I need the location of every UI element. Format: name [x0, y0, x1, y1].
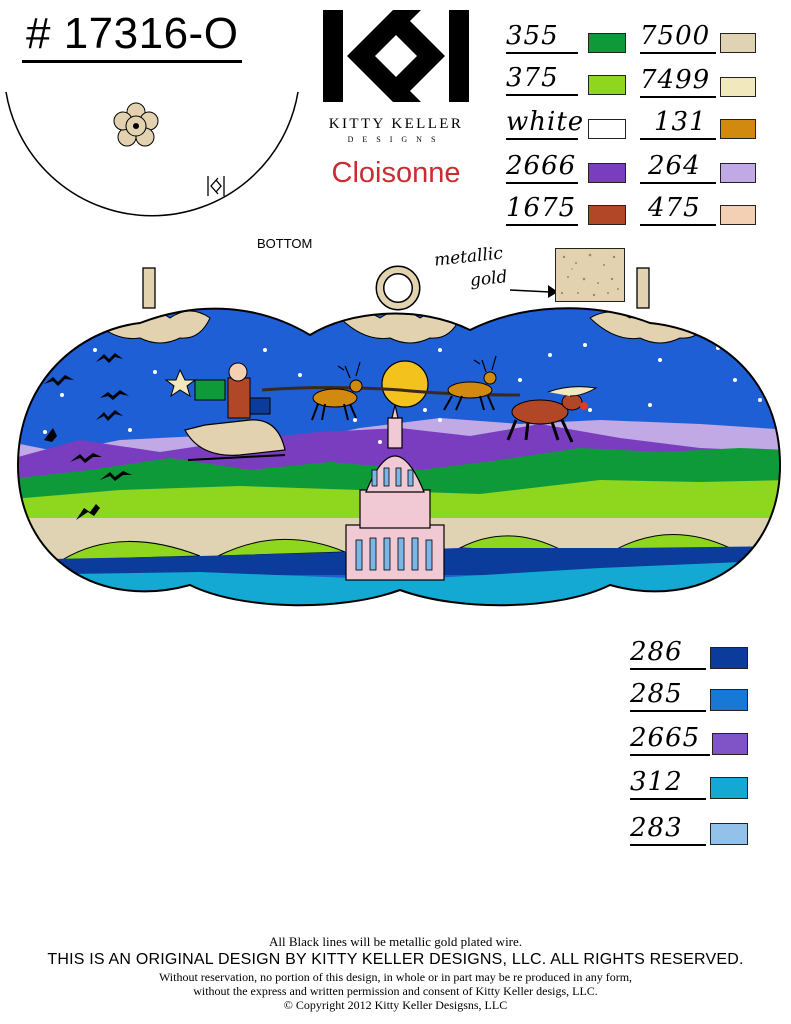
color-swatch — [710, 777, 748, 799]
flower-icon — [113, 102, 159, 147]
underline — [506, 52, 578, 54]
color-swatch — [710, 689, 748, 711]
arrow-icon — [510, 285, 558, 298]
color-swatch — [720, 163, 756, 183]
ornament-design — [16, 265, 782, 607]
underline — [630, 710, 706, 712]
underline — [640, 224, 716, 226]
underline — [506, 94, 578, 96]
color-swatch — [720, 205, 756, 225]
color-swatch — [588, 163, 626, 183]
design-number: # 17316-O — [22, 8, 243, 63]
underline — [630, 668, 706, 670]
metallic-gold-swatch — [555, 248, 625, 302]
color-swatch — [588, 205, 626, 225]
swatch-row: 264 — [640, 151, 770, 184]
color-code: 264 — [648, 151, 701, 181]
kitty-keller-logo — [323, 10, 469, 102]
footer: All Black lines will be metallic gold pl… — [0, 934, 791, 1012]
underline — [640, 52, 716, 54]
footer-note: All Black lines will be metallic gold pl… — [268, 934, 523, 949]
underline — [630, 798, 706, 800]
color-code: 286 — [630, 637, 683, 667]
underline — [630, 754, 710, 756]
swatch-row: 2666 — [506, 151, 636, 184]
swatch-row: 286 — [630, 637, 760, 670]
color-code: 355 — [506, 21, 559, 51]
swatch-row: 7499 — [640, 65, 770, 98]
color-code: 285 — [630, 679, 683, 709]
color-code: 475 — [648, 193, 701, 223]
color-code: 7500 — [640, 21, 711, 51]
underline — [506, 182, 578, 184]
color-code: 2666 — [506, 151, 577, 181]
color-swatch — [720, 119, 756, 139]
swatch-row: 2665 — [630, 723, 760, 756]
color-swatch — [710, 647, 748, 669]
brand-subtitle: DESIGNS — [347, 135, 445, 144]
copyright-text: © Copyright 2012 Kitty Keller Desigsns, … — [283, 998, 508, 1012]
swatch-row: 131 — [640, 107, 770, 140]
swatch-row: 375 — [506, 63, 636, 96]
bottom-view-diagram — [5, 91, 299, 217]
color-swatch — [720, 77, 756, 97]
color-code: 283 — [630, 813, 683, 843]
swatch-row: 285 — [630, 679, 760, 712]
underline — [506, 224, 578, 226]
color-code: white — [506, 107, 585, 137]
underline — [640, 182, 716, 184]
underline — [506, 138, 578, 140]
underline — [640, 138, 716, 140]
underline — [630, 844, 706, 846]
color-swatch — [588, 75, 626, 95]
kk-monogram-icon — [207, 176, 225, 196]
swatch-row: 312 — [630, 767, 760, 800]
color-code: 7499 — [640, 65, 711, 95]
swatch-row: 1675 — [506, 193, 636, 226]
swatch-row: white — [506, 107, 636, 140]
color-code: 131 — [654, 107, 707, 137]
color-code: 2665 — [630, 723, 701, 753]
swatch-row: 7500 — [640, 21, 770, 54]
reservation-text: Without reservation, no portion of this … — [158, 970, 633, 984]
color-swatch — [710, 823, 748, 845]
color-swatch — [712, 733, 748, 755]
swatch-row: 283 — [630, 813, 760, 846]
rights-statement: THIS IS AN ORIGINAL DESIGN BY KITTY KELL… — [47, 951, 744, 968]
brand-name: KITTY KELLER — [328, 116, 464, 132]
permission-text: without the express and written permissi… — [193, 984, 598, 998]
color-code: 375 — [506, 63, 559, 93]
underline — [640, 96, 716, 98]
color-code: 1675 — [506, 193, 577, 223]
bottom-label: BOTTOM — [257, 236, 313, 251]
swatch-row: 355 — [506, 21, 636, 54]
color-swatch — [588, 33, 626, 53]
color-code: 312 — [630, 767, 683, 797]
color-swatch — [588, 119, 626, 139]
color-swatch — [720, 33, 756, 53]
technique-label: Cloisonne — [331, 157, 461, 189]
swatch-row: 475 — [640, 193, 770, 226]
